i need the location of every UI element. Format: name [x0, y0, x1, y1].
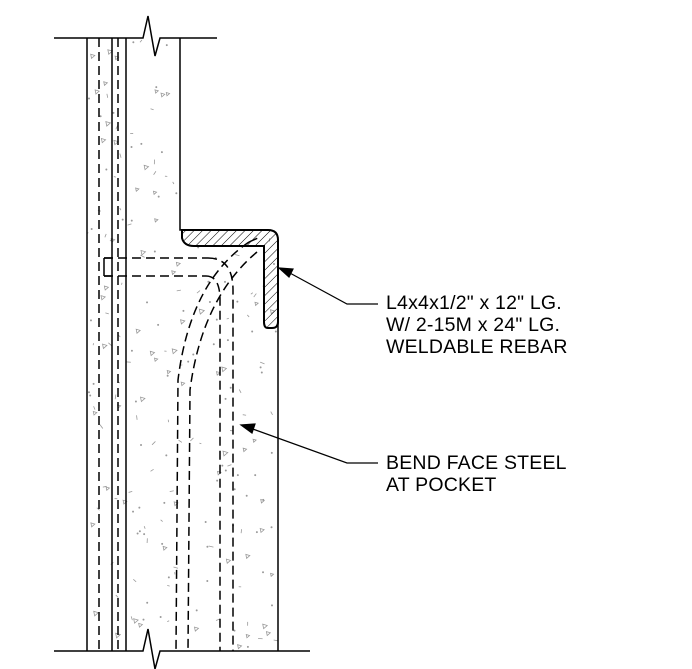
angle-callout: L4x4x1/2" x 12" LG. W/ 2-15M x 24" LG. W…	[386, 292, 568, 358]
face-steel-callout-line-1: BEND FACE STEEL	[386, 452, 567, 474]
face-steel-callout: BEND FACE STEEL AT POCKET	[386, 452, 567, 496]
break-line-bottom	[54, 628, 310, 669]
face-steel-callout-line-2: AT POCKET	[386, 474, 497, 496]
angle-callout-line-2: W/ 2-15M x 24" LG.	[386, 314, 561, 336]
leader-face-steel	[239, 423, 378, 464]
rebar-dashed	[98, 38, 259, 652]
angle-callout-line-1: L4x4x1/2" x 12" LG.	[386, 292, 562, 314]
concrete-speckle	[87, 39, 278, 650]
wall-outline	[86, 38, 279, 651]
steel-angle	[181, 229, 279, 329]
angle-callout-line-3: WELDABLE REBAR	[386, 336, 568, 358]
leader-angle	[277, 267, 378, 305]
break-line-top	[54, 15, 217, 57]
vertical-rebar-left	[111, 38, 127, 651]
rebar-end-mark	[103, 257, 112, 277]
